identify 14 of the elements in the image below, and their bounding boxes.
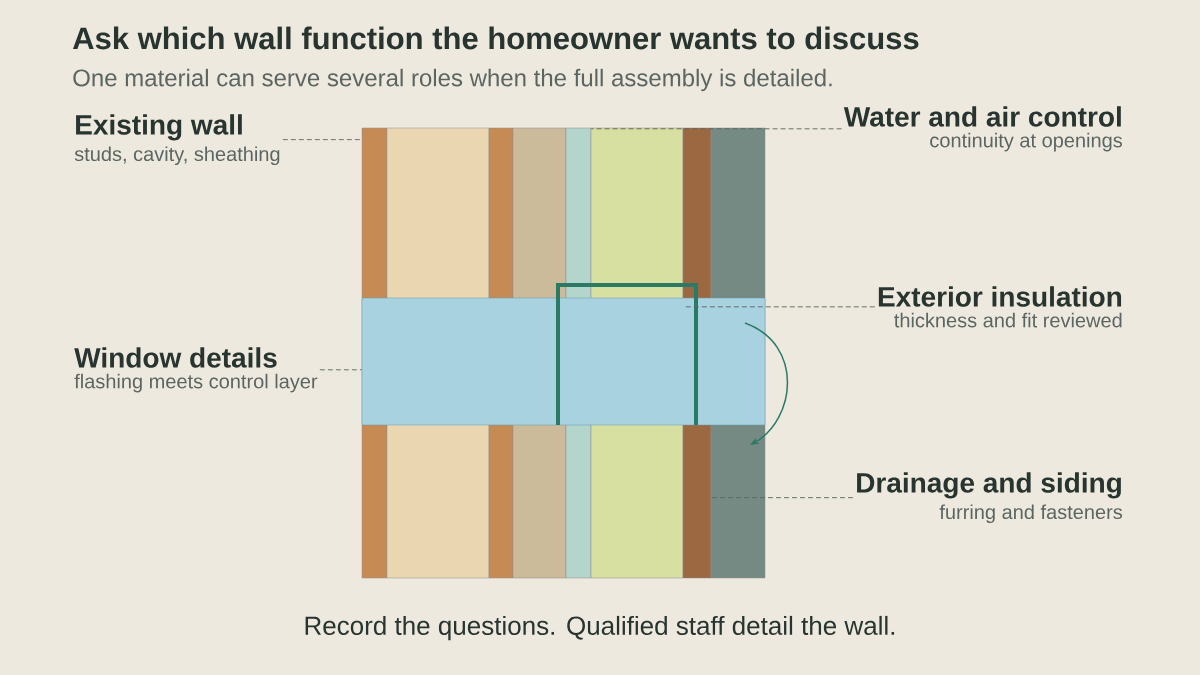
- title: Ask which wall function the homeowner wants to discuss: [72, 26, 919, 50]
- callout-text: Water and air control continuity at openings: [843, 106, 1123, 152]
- window-band: [361, 297, 766, 426]
- subtitle: One material can serve several roles when the full assembly is detailed.: [73, 68, 832, 92]
- leader-line: [319, 369, 363, 371]
- leader-line: [590, 128, 843, 130]
- callout-text: Window details flashing meets control layer: [74, 347, 318, 393]
- leader-line: [710, 497, 854, 499]
- callout-text: Existing wall studs, cavity, sheathing: [74, 114, 280, 166]
- callout-text: Drainage and siding furring and fasteners: [857, 472, 1123, 524]
- leader-line: [282, 139, 363, 141]
- leader-line: [682, 306, 876, 308]
- callout-text: Exterior insulation thickness and fit reviewed: [878, 286, 1122, 328]
- caption: Record the questions. Qualified staff detail the wall.: [305, 615, 895, 641]
